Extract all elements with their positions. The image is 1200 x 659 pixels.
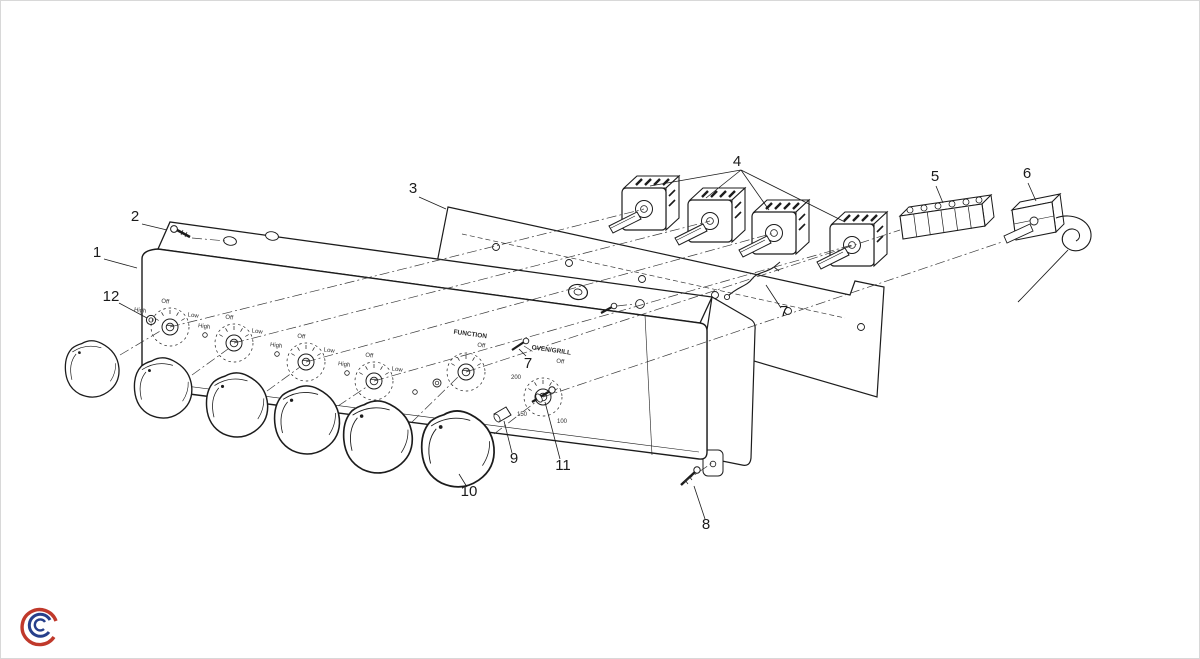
callout-7-screw: 7 (524, 355, 532, 372)
control-panel: High Off Low High Off Low High Off Low H… (134, 221, 756, 477)
watermark-outer-ring (20, 607, 58, 647)
callout-leaders (103, 182, 1037, 520)
callout-4-leaders (649, 169, 846, 223)
callout-3: 3 (409, 180, 417, 197)
callout-12: 12 (103, 288, 120, 305)
terminal-block (898, 193, 995, 240)
centerline-channel-4 (373, 244, 853, 382)
callout-2: 2 (131, 208, 139, 225)
temp-150-label: 150 (517, 412, 528, 418)
dial3-high-label: High (270, 342, 283, 350)
dial4-high-label: High (338, 361, 351, 369)
indicator-small (432, 378, 442, 388)
dial4-off-label: Off (365, 352, 374, 359)
neon-indicator-12 (145, 314, 157, 326)
knob-1 (61, 336, 124, 402)
temp-100-label: 100 (557, 419, 568, 425)
hotplate-switch-2 (673, 186, 747, 247)
dial4-low-label: Low (391, 366, 403, 374)
temp-200-label: 200 (511, 375, 522, 381)
capillary-coil (1017, 215, 1092, 303)
callout-11: 11 (555, 457, 571, 474)
knob-centerlines (119, 329, 538, 435)
dial1-high-label: High (134, 307, 147, 315)
spacer-9 (493, 406, 512, 423)
callout-6: 6 (1023, 165, 1031, 182)
dial2-high-label: High (198, 323, 211, 331)
top-face-hole (223, 236, 237, 246)
callout-4: 4 (733, 153, 741, 170)
dial1-off-label: Off (161, 298, 170, 305)
top-screw (600, 302, 636, 314)
centerlines (169, 208, 1003, 398)
panel-screw-7 (511, 337, 536, 354)
function-off-label: Off (477, 342, 486, 349)
top-face-boss (635, 299, 645, 309)
watermark-swirl (27, 612, 52, 638)
screw-2 (170, 225, 191, 239)
centerline-channel-1 (169, 208, 645, 328)
centerline-screw-2 (191, 237, 227, 242)
hotplate-switch-1 (607, 174, 681, 235)
screw-11 (531, 386, 556, 403)
dial2-low-label: Low (251, 328, 263, 336)
callout-5: 5 (931, 168, 939, 185)
link-wire (723, 261, 781, 301)
centerline-channel-5 (465, 229, 901, 373)
centerline-channel-6 (542, 241, 1003, 398)
top-face-hole (265, 231, 279, 241)
dial2-off-label: Off (225, 314, 234, 321)
dial3-off-label: Off (297, 333, 306, 340)
centerline-channel-3 (305, 232, 775, 363)
watermark-logo (20, 607, 58, 647)
callout-10: 10 (461, 483, 478, 500)
thermostat (1003, 192, 1065, 244)
callout-9: 9 (510, 450, 518, 467)
callout-1: 1 (93, 244, 101, 261)
callout-7-wire: 7 (780, 303, 788, 320)
function-label: FUNCTION (453, 329, 488, 341)
centerline-channel-2 (233, 220, 711, 344)
hotplate-switch-4 (815, 210, 889, 271)
dial3-low-label: Low (323, 347, 335, 355)
callout-8: 8 (702, 516, 710, 533)
screw-8 (680, 462, 713, 486)
oven-off-label: Off (556, 358, 565, 365)
dial1-low-label: Low (187, 312, 199, 320)
hotplate-switch-3 (737, 198, 811, 259)
watermark-swirl-inner (33, 618, 47, 632)
